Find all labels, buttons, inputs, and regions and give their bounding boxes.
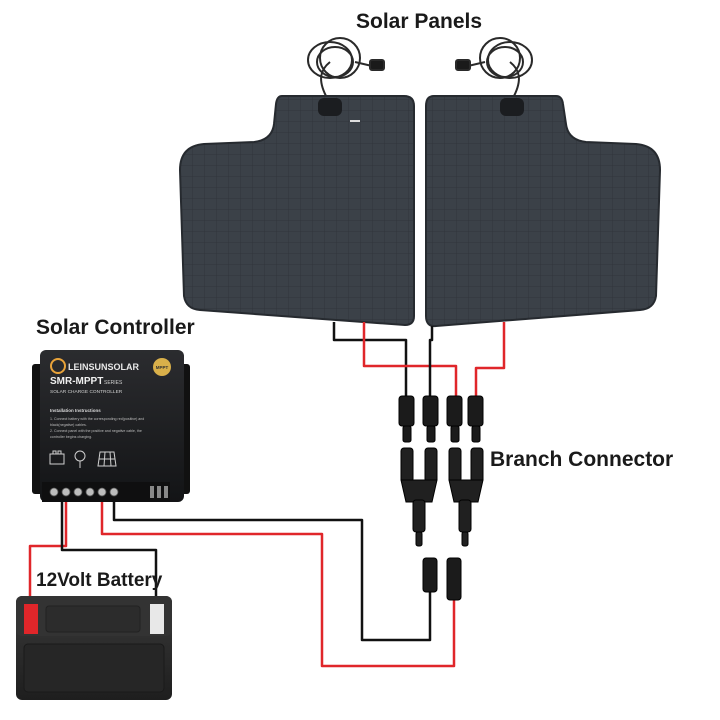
- wire-positive-left-panel: [362, 322, 458, 398]
- controller-subtitle: SOLAR CHARGE CONTROLLER: [50, 389, 123, 395]
- solar-panels-label: Solar Panels: [356, 10, 483, 33]
- lightbulb-icon: [74, 450, 86, 468]
- solar-panel-right: [425, 37, 662, 328]
- instruction-line: 1. Connect battery with the correspondin…: [50, 417, 144, 421]
- panel-body-right: [425, 95, 662, 328]
- wire-positive-to-controller: [100, 502, 456, 668]
- controller-model: SMR-MPPT: [50, 376, 103, 387]
- panel-cable-coil-right: [455, 37, 533, 97]
- solar-panel-left: [178, 37, 415, 327]
- wire-positive-right-panel: [474, 322, 506, 398]
- brand-logo-icon: [50, 358, 66, 374]
- battery-label-panel: [45, 605, 141, 633]
- wire-negative-to-battery: [60, 502, 158, 612]
- y-splitter-right: [448, 447, 484, 547]
- solar-panel-icon: [97, 451, 117, 467]
- solar-controller: LEINSUNSOLAR MPPT SMR-MPPT SERIES SOLAR …: [32, 350, 190, 502]
- junction-box-right: [500, 98, 524, 116]
- mc4-plug: [398, 395, 484, 443]
- battery-terminal-negative: [150, 604, 164, 634]
- battery-label: 12Volt Battery: [36, 570, 163, 591]
- panel-body-left: [178, 95, 415, 327]
- terminal-screw: [49, 487, 119, 497]
- mppt-badge-icon: [153, 358, 171, 376]
- instruction-line: 2. Connect panel with the positive and n…: [50, 429, 142, 433]
- wires: [28, 322, 506, 668]
- wire-negative-left-panel: [332, 322, 408, 398]
- panel-cable-coil-left: [307, 37, 385, 97]
- solar-controller-label: Solar Controller: [36, 316, 195, 339]
- side-vents: [150, 486, 168, 498]
- battery-terminal-positive: [24, 604, 38, 634]
- instruction-line: controller begins charging.: [50, 435, 92, 439]
- instruction-line: black(negative) cables.: [50, 423, 87, 427]
- mppt-badge: MPPT: [156, 365, 169, 370]
- branch-connector: [398, 395, 484, 601]
- instructions-title: Installation Instructions: [50, 408, 101, 413]
- controller-body: [40, 350, 184, 502]
- wire-negative-to-controller: [112, 502, 432, 642]
- junction-box-left: [318, 98, 342, 116]
- battery: [16, 596, 172, 700]
- battery-icon: [49, 450, 65, 465]
- y-splitter-left: [400, 447, 438, 547]
- controller-model-suffix: SERIES: [104, 380, 123, 386]
- wire-positive-to-battery: [28, 502, 68, 612]
- controller-brand: LEINSUNSOLAR: [68, 362, 140, 372]
- branch-connector-label: Branch Connector: [490, 448, 674, 471]
- mc4-connector-bottom: [422, 557, 462, 601]
- wire-negative-right-panel: [428, 326, 434, 398]
- battery-lower-panel: [23, 643, 165, 693]
